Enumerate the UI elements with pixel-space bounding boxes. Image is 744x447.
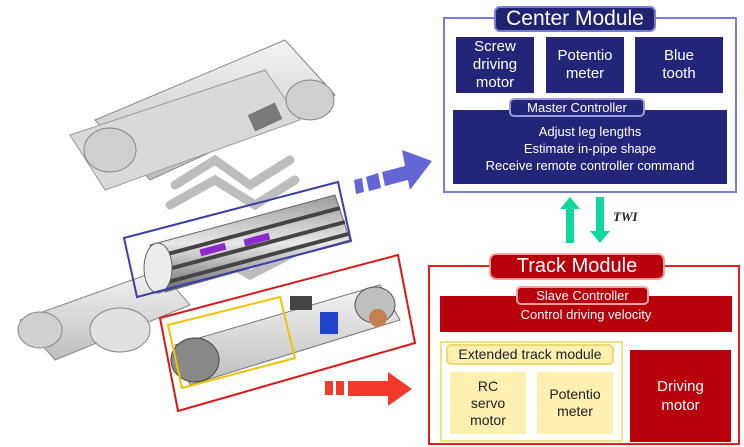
driving-motor-box: Driving motor [630,350,731,442]
red-arrow [325,372,412,406]
center-module-highlight [122,180,353,299]
blue-arrow [354,150,432,194]
twi-label: TWI [613,209,638,224]
extended-track-highlight [166,295,297,390]
master-line: Estimate in-pipe shape [523,141,657,156]
upper-track-arm [69,39,336,191]
slave-controller-title: Slave Controller [516,286,649,305]
master-controller-body: Adjust leg lengths Estimate in-pipe shap… [453,110,727,184]
up-arrow [560,197,580,243]
bluetooth-box: Blue tooth [635,37,723,93]
screw-driving-motor-box: Screw driving motor [456,37,534,93]
extended-track-title: Extended track module [446,344,614,365]
track-module-highlight [158,253,417,413]
rc-servo-motor-box: RC servo motor [450,372,526,434]
twi-link-arrows [560,197,610,243]
track-potentiometer-box: Potentio meter [537,372,613,434]
master-line: Receive remote controller command [485,158,695,173]
center-module-title: Center Module [494,6,656,32]
down-arrow [590,197,610,243]
pipe-robot-illustration [17,39,432,413]
track-module-title: Track Module [489,253,665,280]
master-line: Adjust leg lengths [538,124,642,139]
master-controller-title: Master Controller [509,98,645,117]
potentiometer-box: Potentio meter [546,37,624,93]
slave-controller-body: Control driving velocity [440,296,732,332]
left-track-arm [17,269,191,361]
center-body [143,194,351,294]
lower-track-arm [170,284,401,386]
